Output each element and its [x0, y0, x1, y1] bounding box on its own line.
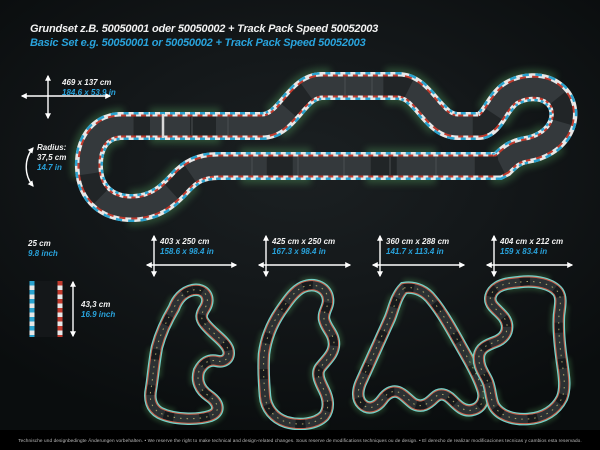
straight-piece-diagram	[29, 280, 76, 338]
main-track-diagram	[89, 77, 563, 208]
track-seam-lines	[191, 77, 437, 175]
piece-width-spec: 25 cm 9.8 inch	[28, 239, 58, 259]
piece-length-spec: 43,3 cm 16.9 inch	[81, 300, 115, 320]
piece-length-cm: 43,3 cm	[81, 300, 111, 309]
alt-track-2	[264, 285, 334, 424]
alt-dimension-arrows	[145, 234, 574, 278]
piece-length-in: 16.9 inch	[81, 310, 116, 319]
alt-layout-2-dimensions: 425 cm x 250 cm 167.3 x 98.4 in	[272, 237, 336, 256]
main-track-dimensions: 469 x 137 cm 184.6 x 53.9 in	[62, 78, 116, 98]
legal-footer-bar: Technische und designbedingte Änderungen…	[0, 430, 600, 450]
header: Grundset z.B. 50050001 oder 50050002 + T…	[30, 22, 378, 50]
main-dimension-arrows	[20, 74, 112, 187]
alt-track-1	[150, 290, 228, 419]
alt-track-4	[479, 281, 564, 419]
piece-width-cm: 25 cm	[28, 239, 51, 248]
radius-label: Radius:	[37, 143, 67, 152]
page-title-de: Grundset z.B. 50050001 oder 50050002 + T…	[30, 23, 379, 35]
main-dim-in: 184.6 x 53.9 in	[62, 88, 116, 97]
radius-cm: 37,5 cm	[37, 153, 67, 162]
alt-layout-3-dimensions: 360 cm x 288 cm 141.7 x 113.4 in	[386, 237, 450, 256]
radius-arrow	[25, 147, 34, 187]
main-dim-cm: 469 x 137 cm	[62, 78, 112, 87]
disclaimer-text: Technische und designbedingte Änderungen…	[18, 437, 582, 443]
alt-layout-4-dimensions: 404 cm x 212 cm 159 x 83.4 in	[500, 237, 564, 256]
alt-track-3	[358, 288, 483, 411]
piece-width-in: 9.8 inch	[28, 249, 58, 258]
radius-spec: Radius: 37,5 cm 14.7 in	[37, 143, 66, 173]
page-title-en: Basic Set e.g. 50050001 or 50050002 + Tr…	[30, 37, 366, 49]
alt-layout-1-dimensions: 403 x 250 cm 158.6 x 98.4 in	[160, 237, 214, 256]
radius-in: 14.7 in	[37, 163, 62, 172]
